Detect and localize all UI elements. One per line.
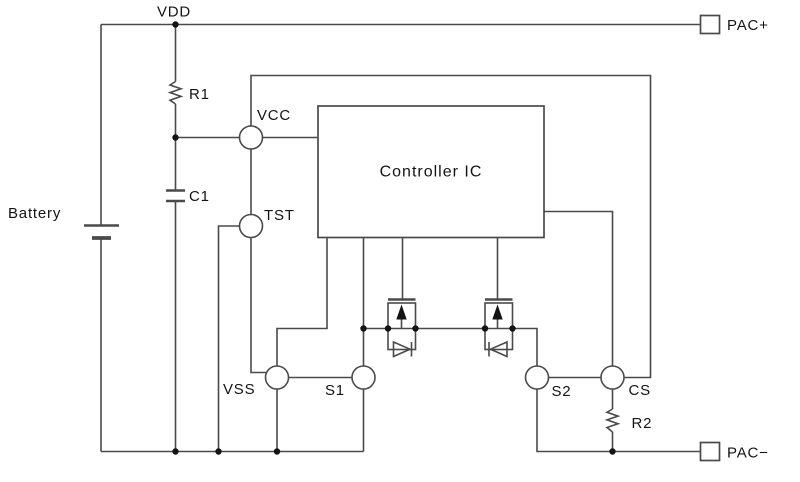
- pin-circle-s1: [351, 365, 376, 390]
- junction-dots: [172, 21, 616, 455]
- pin-circle-s2: [524, 365, 550, 390]
- label-r1: R1: [189, 86, 210, 103]
- pin-circle-cs: [600, 365, 625, 390]
- label-s1: S1: [325, 382, 345, 399]
- junction-vdd: [172, 21, 179, 28]
- mosfet-source-rail-wire: [363, 327, 538, 366]
- label-c1: C1: [189, 188, 210, 205]
- label-vdd: VDD: [157, 4, 191, 21]
- junction-s1-rail: [360, 325, 367, 332]
- s2-bottom-rail-wire: [536, 389, 701, 453]
- body-diode-2: [488, 340, 508, 358]
- pin-circle-tst: [238, 213, 264, 239]
- junction-r2-bottom: [609, 448, 616, 455]
- junction-mosfet1-right: [412, 325, 419, 332]
- controller-ic-box: [317, 105, 545, 239]
- label-pac-plus: PAC+: [727, 17, 769, 34]
- junction-r1-vcc: [172, 134, 179, 141]
- mosfet2-arrowhead: [492, 304, 503, 320]
- ic-pin1-vss-wire: [276, 237, 328, 366]
- junction-tst-bottom: [215, 448, 222, 455]
- pin-circle-vcc: [238, 125, 264, 150]
- resistor-r2: [604, 408, 621, 433]
- body-diode-1: [392, 340, 413, 358]
- tst-left-wire: [217, 225, 240, 452]
- mosfet1-arrowhead: [396, 304, 407, 320]
- label-pac-minus: PAC−: [727, 445, 769, 462]
- junction-mosfet1-left: [384, 325, 392, 332]
- label-s2: S2: [552, 383, 572, 400]
- pin-circle-vss: [264, 365, 290, 390]
- label-vss: VSS: [223, 381, 255, 398]
- wires: [100, 23, 701, 453]
- cs-ic-wire: [544, 210, 614, 366]
- tst-vss-wire: [250, 237, 267, 374]
- terminal-pac-plus-square: [699, 14, 721, 35]
- label-r2: R2: [632, 415, 653, 432]
- label-vcc: VCC: [257, 107, 291, 124]
- label-cs: CS: [629, 382, 651, 399]
- labels: VDD PAC+ Battery R1 C1 VCC TST VSS S1 S2…: [8, 4, 769, 462]
- vcc-cs-loop-wire: [250, 74, 652, 379]
- label-battery: Battery: [8, 205, 61, 222]
- terminal-pac-minus-square: [699, 441, 721, 462]
- battery-symbol: [84, 224, 119, 240]
- controller-ic-label: Controller IC: [380, 164, 483, 181]
- diode1-triangle: [392, 340, 412, 358]
- junction-vss-bottom: [273, 448, 281, 455]
- junction-mosfet2-left: [481, 325, 489, 332]
- junction-c1-bottom: [172, 448, 179, 455]
- diode2-triangle: [488, 340, 508, 358]
- label-tst: TST: [264, 207, 295, 224]
- junction-mosfet2-right: [509, 325, 516, 332]
- capacitor-c1: [166, 189, 185, 203]
- resistor-r1: [167, 80, 184, 105]
